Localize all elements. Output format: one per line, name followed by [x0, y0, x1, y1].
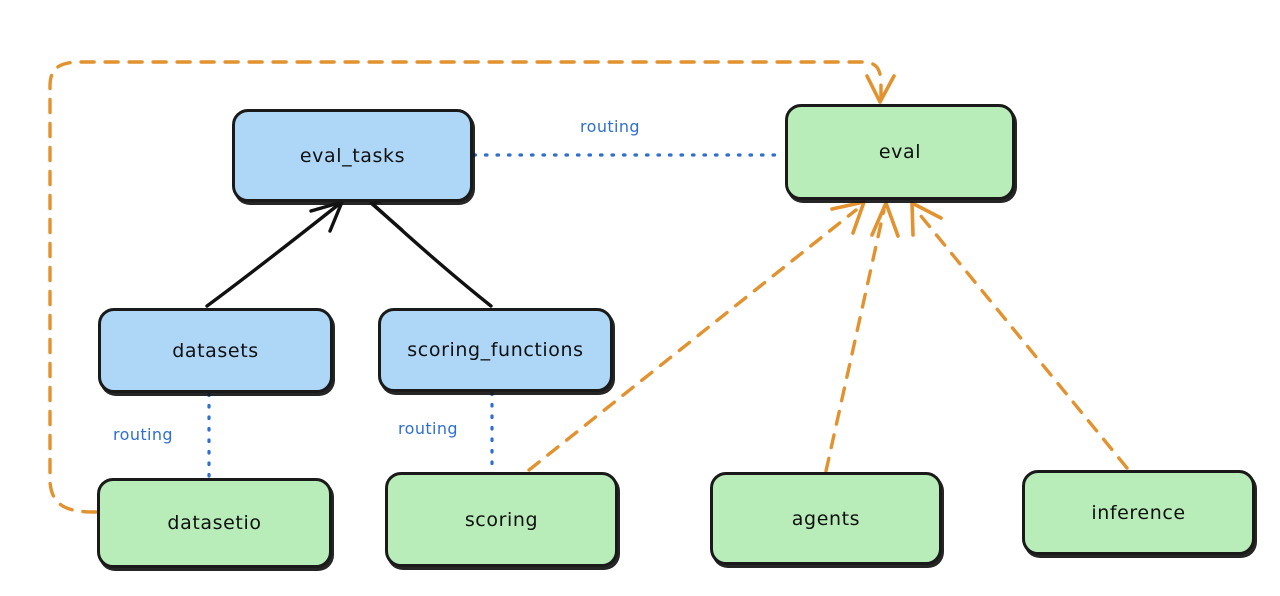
edge-label-routing-scoring-functions: routing: [398, 419, 458, 438]
node-eval-tasks[interactable]: eval_tasks: [232, 109, 473, 202]
node-agents[interactable]: agents: [710, 472, 942, 565]
node-label: eval_tasks: [299, 144, 406, 167]
node-datasetio[interactable]: datasetio: [97, 478, 332, 568]
edge-datasets-to-eval_tasks: [205, 200, 344, 308]
edge-scoring-to-eval: [527, 200, 866, 472]
node-inference[interactable]: inference: [1022, 470, 1255, 555]
node-eval[interactable]: eval: [785, 104, 1015, 200]
node-datasets[interactable]: datasets: [98, 308, 333, 393]
edge-inference-to-eval: [910, 201, 1129, 470]
node-scoring-functions[interactable]: scoring_functions: [378, 308, 613, 392]
node-label: datasets: [172, 339, 259, 362]
edge-label-routing-datasets: routing: [113, 425, 173, 444]
edge-datasetio-to-eval: [48, 60, 896, 514]
edge-agents-to-eval: [824, 201, 900, 473]
node-label: datasetio: [167, 512, 262, 534]
node-label: eval: [878, 141, 922, 163]
edge-scoring_functions-to-eval_tasks: [369, 194, 493, 308]
edge-label-routing-eval-tasks: routing: [580, 117, 640, 136]
node-label: inference: [1091, 501, 1186, 524]
node-scoring[interactable]: scoring: [385, 472, 618, 567]
node-label: agents: [791, 507, 861, 530]
node-label: scoring: [464, 508, 539, 531]
node-label: scoring_functions: [407, 339, 584, 361]
